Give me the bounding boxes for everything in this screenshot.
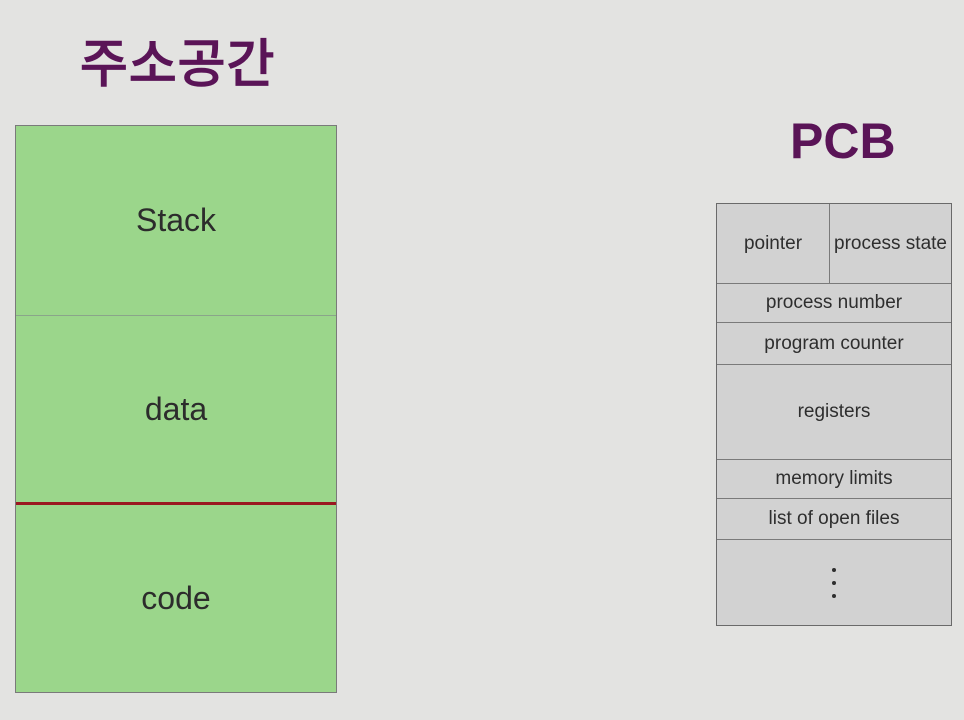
pcb-row-pointer-state: pointer process state — [717, 204, 951, 284]
pcb-memory-limits-label: memory limits — [775, 468, 893, 489]
address-space-title: 주소공간 — [80, 35, 276, 95]
pcb-process-state-cell: process state — [830, 204, 951, 283]
pcb-row-open-files: list of open files — [717, 499, 951, 540]
pcb-row-ellipsis — [717, 540, 951, 625]
pcb-row-registers: registers — [717, 365, 951, 460]
stack-segment: Stack — [16, 126, 336, 316]
pcb-program-counter-label: program counter — [764, 332, 904, 354]
data-segment-label: data — [144, 390, 208, 427]
pcb-pointer-cell: pointer — [717, 204, 830, 283]
pcb-title: PCB — [790, 113, 896, 169]
pcb-process-number-label: process number — [765, 292, 903, 313]
segment-divider-line — [16, 502, 336, 505]
vertical-ellipsis-icon — [832, 567, 836, 598]
pcb-row-program-counter: program counter — [717, 323, 951, 365]
pcb-open-files-label: list of open files — [768, 508, 900, 529]
stack-segment-label: Stack — [135, 202, 217, 238]
pcb-table: pointer process state process number pro… — [716, 203, 952, 626]
address-space-diagram: Stack data code — [15, 125, 337, 693]
code-segment: code — [16, 505, 336, 692]
pcb-row-memory-limits: memory limits — [717, 460, 951, 499]
pcb-row-process-number: process number — [717, 284, 951, 323]
pcb-pointer-label: pointer — [743, 232, 803, 254]
pcb-registers-label: registers — [797, 401, 871, 422]
code-segment-label: code — [141, 580, 211, 616]
data-segment: data — [16, 316, 336, 502]
pcb-process-state-label: process state — [834, 232, 947, 254]
